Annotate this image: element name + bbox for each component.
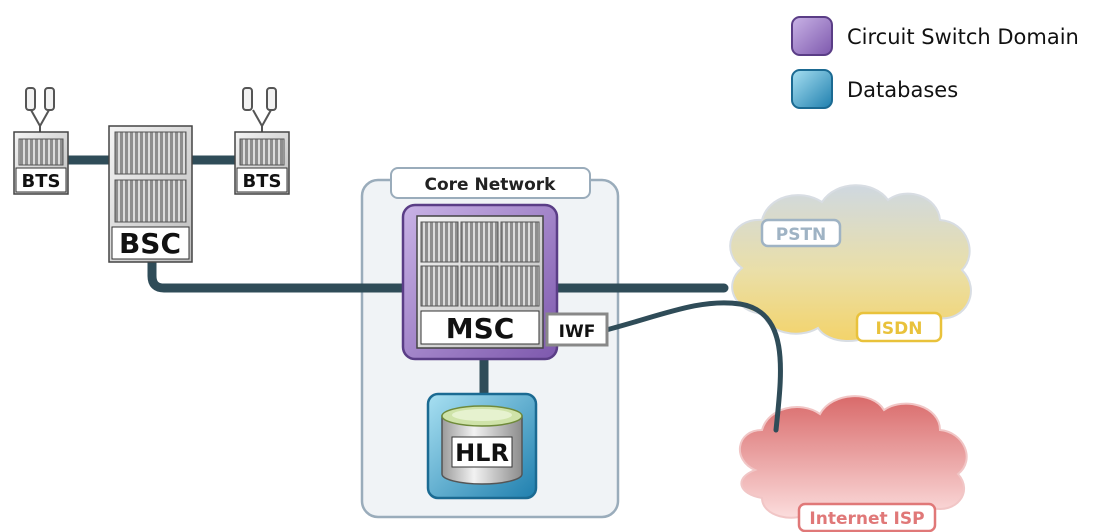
link-bsc-msc-pstn — [147, 257, 729, 293]
link-iwf-internet — [603, 300, 783, 433]
legend: Circuit Switch Domain Databases — [791, 16, 1079, 109]
hlr-label: HLR — [455, 439, 509, 467]
core-network-label-box — [390, 167, 591, 199]
isdn-label-group: ISDN — [855, 311, 943, 343]
pstn-label-group: PSTN — [760, 218, 842, 248]
msc: MSC — [401, 203, 559, 361]
legend-item-databases: Databases — [791, 69, 958, 109]
pstn-label-box — [760, 218, 842, 248]
antenna-icon — [25, 87, 55, 134]
antenna-icon — [242, 87, 277, 134]
legend-label-databases: Databases — [847, 78, 958, 102]
bsc-label-box — [111, 226, 190, 260]
isdn-label: ISDN — [876, 319, 923, 339]
iwf: IWF — [545, 312, 609, 347]
hlr: HLR — [426, 392, 538, 500]
internet-label-box — [797, 502, 937, 532]
internet-label-group: Internet ISP — [797, 502, 937, 532]
bsc: BSC — [108, 125, 193, 263]
legend-swatch-purple — [791, 16, 833, 56]
bts-left: BTS — [13, 87, 69, 195]
core-network-label: Core Network — [425, 175, 557, 195]
bts-right-label-box — [236, 167, 288, 193]
legend-item-circuit-switch: Circuit Switch Domain — [791, 16, 1079, 56]
internet-label: Internet ISP — [809, 509, 924, 529]
iwf-label: IWF — [559, 322, 596, 342]
bts-left-label-box — [15, 167, 67, 193]
pstn-label: PSTN — [776, 225, 827, 245]
isdn-label-box — [855, 311, 943, 343]
legend-label-circuit-switch: Circuit Switch Domain — [847, 25, 1079, 49]
bts-right-label: BTS — [243, 171, 282, 192]
bts-left-label: BTS — [22, 171, 61, 192]
legend-swatch-blue — [791, 69, 833, 109]
bts-right: BTS — [234, 87, 290, 195]
msc-label: MSC — [446, 312, 515, 345]
hlr-label-box — [451, 436, 513, 468]
links — [63, 155, 783, 433]
bsc-label: BSC — [119, 227, 181, 260]
msc-label-box — [420, 310, 540, 345]
